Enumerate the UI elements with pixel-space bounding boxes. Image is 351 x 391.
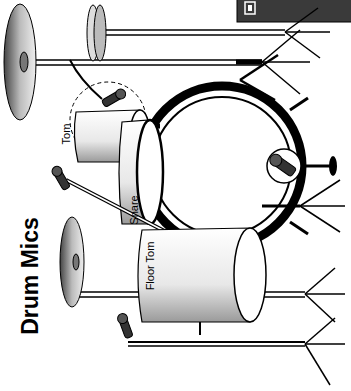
tom-mic [70, 60, 127, 108]
part-label: Tom [61, 124, 72, 145]
part-label: Floor Tom [145, 242, 156, 291]
monitor-speaker [237, 0, 351, 22]
floor-tom-drum [138, 228, 266, 335]
mic-stand [262, 180, 345, 232]
kick-mic [267, 149, 301, 183]
floor-tom-mic [116, 312, 345, 385]
cymbal-stand [22, 30, 310, 94]
hihat-cymbal [87, 5, 106, 61]
snare-drum [119, 120, 163, 224]
cymbal [4, 4, 36, 120]
title: Drum Mics [19, 217, 42, 335]
cymbal [60, 217, 84, 307]
part-label: Snare [129, 195, 140, 224]
